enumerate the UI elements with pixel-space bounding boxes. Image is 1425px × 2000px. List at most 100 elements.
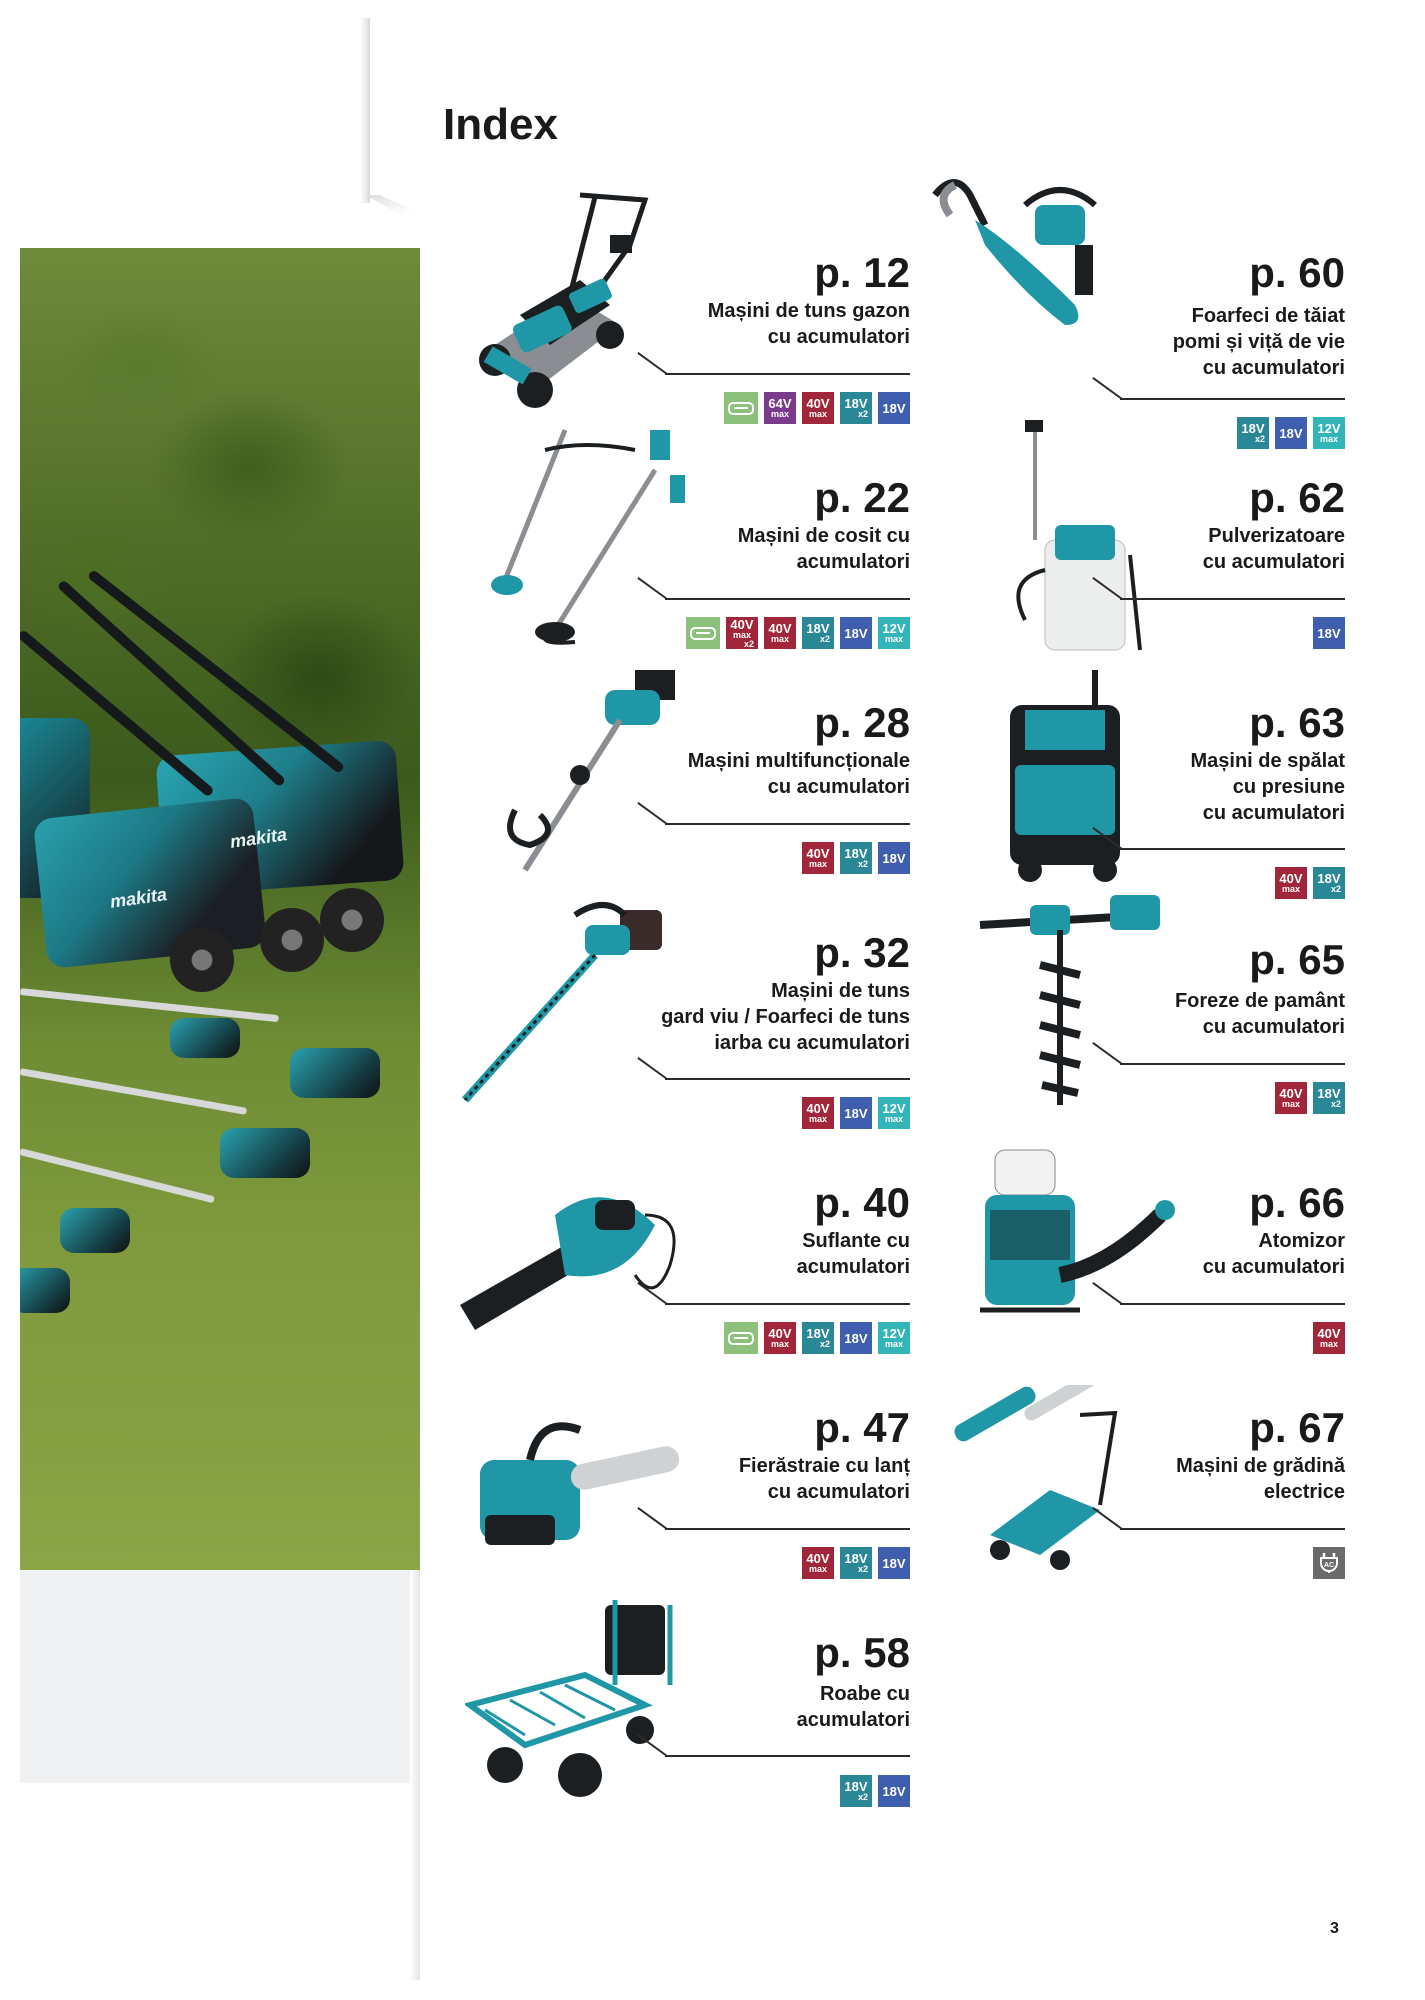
badge-sub: max — [884, 634, 903, 644]
badge-sub: max — [770, 1339, 789, 1349]
badge-voltage: 12V — [882, 621, 906, 636]
trimmer-shaft — [20, 1148, 215, 1204]
universal-battery-icon — [728, 401, 754, 415]
page-reference[interactable]: p. 60 — [1249, 249, 1345, 296]
page-reference[interactable]: p. 62 — [1249, 474, 1345, 521]
badge-voltage: 18V — [1317, 625, 1341, 641]
badge-voltage: 18V — [806, 621, 830, 636]
page-reference[interactable]: p. 47 — [814, 1404, 910, 1451]
page-reference[interactable]: p. 40 — [814, 1179, 910, 1226]
page-title: Index — [443, 100, 558, 149]
badge-voltage: 40V — [1279, 871, 1303, 886]
trimmer-head — [20, 1268, 70, 1313]
badge-voltage: 64V — [768, 396, 792, 411]
mower-body — [32, 796, 268, 970]
badge-voltage: 18V — [882, 850, 906, 866]
universal-battery-icon — [690, 626, 716, 640]
badge-universal — [686, 617, 720, 649]
badge-universal — [724, 392, 758, 424]
category-title: Fierăstraie cu lanț cu acumulatori — [738, 1455, 910, 1503]
badge-sub: max — [770, 634, 789, 644]
badge-voltage: 40V — [806, 396, 830, 411]
badge-18v: 18V — [840, 617, 872, 649]
trimmer-shaft — [20, 1068, 248, 1115]
page-reference[interactable]: p. 32 — [814, 929, 910, 976]
badge-voltage: 18V — [882, 1783, 906, 1799]
badge-voltage: 18V — [1317, 1086, 1341, 1101]
page-reference[interactable]: p. 12 — [814, 249, 910, 296]
badge-multiplier: x2 — [857, 1564, 868, 1574]
badge-voltage: 18V — [1279, 425, 1303, 441]
page-reference[interactable]: p. 67 — [1249, 1404, 1345, 1451]
grey-band — [20, 1570, 420, 1783]
badge-voltage: 18V — [844, 1779, 868, 1794]
lawn-mower-image — [460, 185, 660, 420]
page-reference[interactable]: p. 58 — [814, 1629, 910, 1676]
leader-line — [1120, 1303, 1345, 1305]
page-reference[interactable]: p. 22 — [814, 474, 910, 521]
badge-18v: 18V — [878, 842, 910, 874]
badge-voltage: 40V — [730, 616, 754, 632]
leader-line — [665, 1078, 910, 1080]
category-title: Mașini de grădină electrice — [1176, 1455, 1345, 1503]
page-reference[interactable]: p. 66 — [1249, 1179, 1345, 1226]
electric-garden-tools-image — [930, 1373, 1130, 1590]
category-title: Mașini de cosit cu acumulatori — [737, 525, 910, 573]
badge-voltage: 18V — [844, 1551, 868, 1566]
badge-voltage: 12V — [1317, 421, 1341, 436]
page-reference[interactable]: p. 28 — [814, 699, 910, 746]
badge-ac: AC — [1313, 1547, 1345, 1579]
svg-text:AC: AC — [1324, 1562, 1334, 1569]
badge-multiplier: x2 — [857, 859, 868, 869]
badge-sub: max — [770, 409, 789, 419]
page-edge-shadow — [410, 1570, 420, 1980]
page-fold — [365, 195, 425, 215]
badge-sub: max — [884, 1114, 903, 1124]
badge-voltage: 40V — [806, 1101, 830, 1116]
badge-voltage: 40V — [1317, 1326, 1341, 1341]
category-title: Foarfeci de tăiat pomi și viță de vie cu… — [1172, 305, 1345, 379]
page-reference[interactable]: p. 65 — [1249, 936, 1345, 983]
badge-sub: max — [808, 1564, 827, 1574]
category-title: Mașini multifuncționale cu acumulatori — [687, 750, 910, 798]
garden-mowers-photo: makita makita — [20, 248, 420, 1570]
page-reference[interactable]: p. 63 — [1249, 699, 1345, 746]
badge-sub: max — [732, 629, 751, 640]
trimmer-head — [220, 1128, 310, 1178]
badge-voltage: 18V — [844, 625, 868, 641]
category-title: Roabe cu acumulatori — [796, 1683, 910, 1731]
index-entry-pruning-shears[interactable]: p. 60 Foarfeci de tăiat pomi și viță de v… — [905, 179, 1345, 449]
badge-voltage: 40V — [768, 621, 792, 636]
badge-sub: max — [1281, 884, 1300, 894]
badge-multiplier: x2 — [743, 638, 754, 649]
pressure-washer-image — [985, 665, 1185, 900]
badge-sub: max — [1319, 434, 1338, 444]
